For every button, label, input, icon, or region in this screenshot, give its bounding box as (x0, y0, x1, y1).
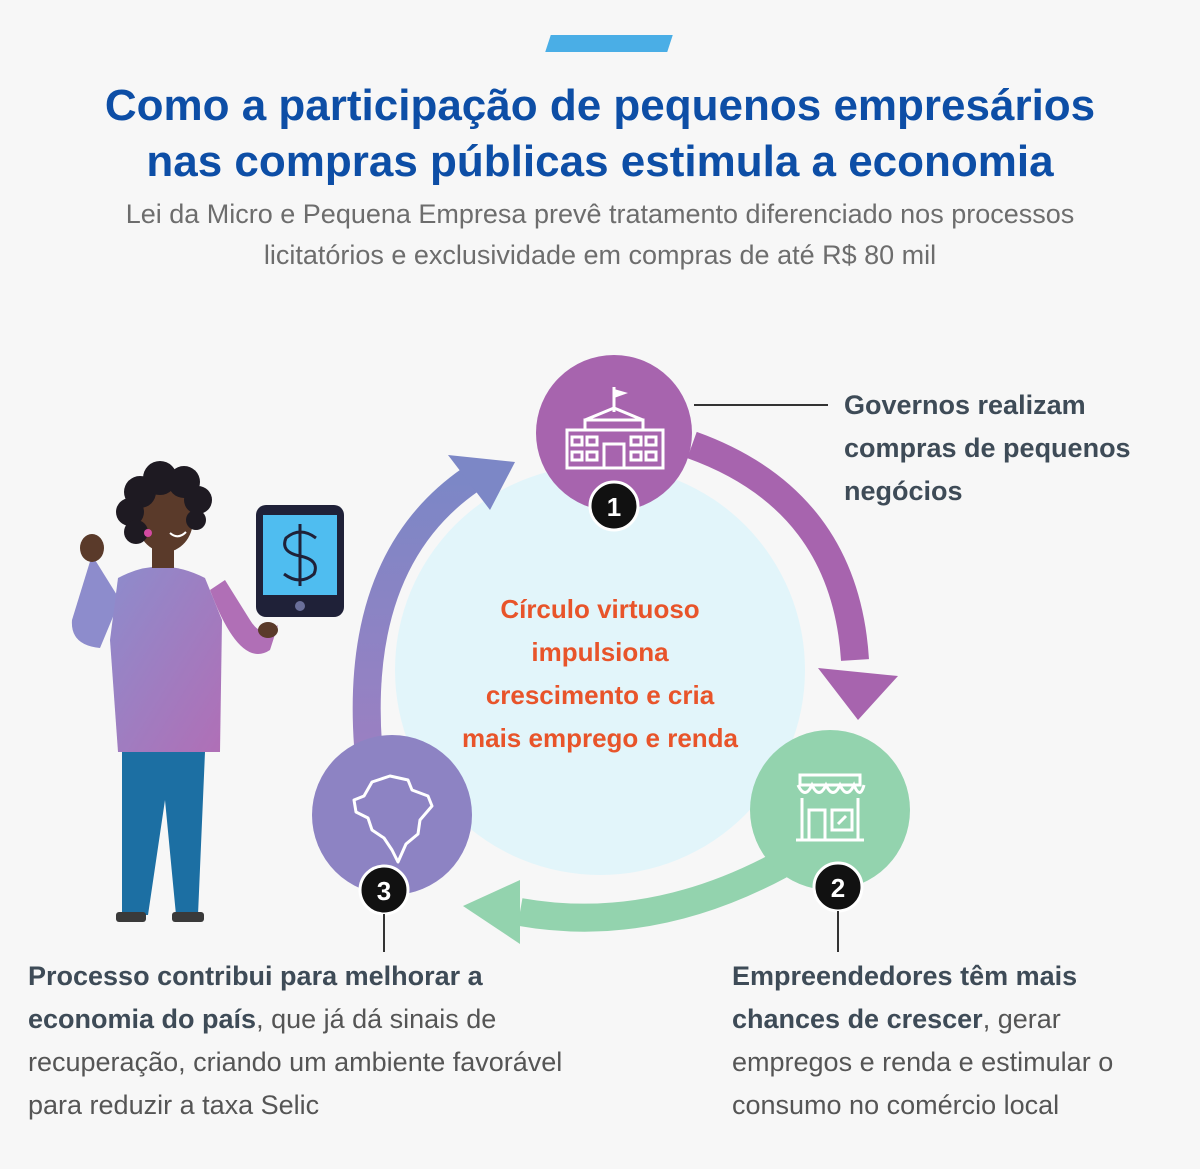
brazil-map-icon (352, 774, 434, 864)
step-1-number: 1 (607, 492, 621, 522)
step-1-caption: Governos realizam compras de pequenos ne… (844, 390, 1131, 506)
step-2-node: 2 (750, 730, 910, 913)
step-3-caption-bold: Processo contribui para melhorar a econo… (28, 961, 483, 1034)
storefront-icon (796, 773, 866, 842)
title-line-1: Como a participação de pequenos empresár… (104, 81, 1096, 130)
step-2-number: 2 (831, 873, 845, 903)
arrow-step3-to-step1 (352, 455, 515, 746)
page-title: Como a participação de pequenos empresár… (0, 78, 1200, 190)
dollar-sign-icon (283, 524, 317, 586)
center-circle (395, 465, 805, 875)
step-2-caption-bold: Empreendedores têm mais chances de cresc… (732, 961, 1078, 1034)
subtitle-line-2: licitatórios e exclusividade em compras … (263, 240, 937, 270)
step-1-node: 1 (536, 355, 692, 532)
arrow-step2-to-step3 (463, 852, 787, 944)
step-2-caption: Empreendedores têm mais chances de cresc… (732, 955, 1182, 1127)
title-line-2: nas compras públicas estimula a economia (146, 137, 1054, 186)
government-building-icon (565, 387, 665, 470)
step-2-caption-rest: , gerar empregos e renda e estimular o c… (732, 1004, 1114, 1120)
step-3-node: 3 (312, 735, 472, 916)
arrow-step1-to-step2 (687, 431, 898, 720)
woman-with-tablet-illustration (71, 461, 344, 922)
subtitle-line-1: Lei da Micro e Pequena Empresa prevê tra… (125, 199, 1075, 229)
step-3-caption: Processo contribui para melhorar a econo… (28, 955, 588, 1127)
step-1-badge (588, 480, 640, 532)
page-subtitle: Lei da Micro e Pequena Empresa prevê tra… (0, 194, 1200, 276)
step-3-number: 3 (377, 876, 391, 906)
center-text: Círculo virtuoso impulsiona crescimento … (462, 594, 738, 753)
step-3-caption-rest: , que já dá sinais de recuperação, crian… (28, 1004, 563, 1120)
